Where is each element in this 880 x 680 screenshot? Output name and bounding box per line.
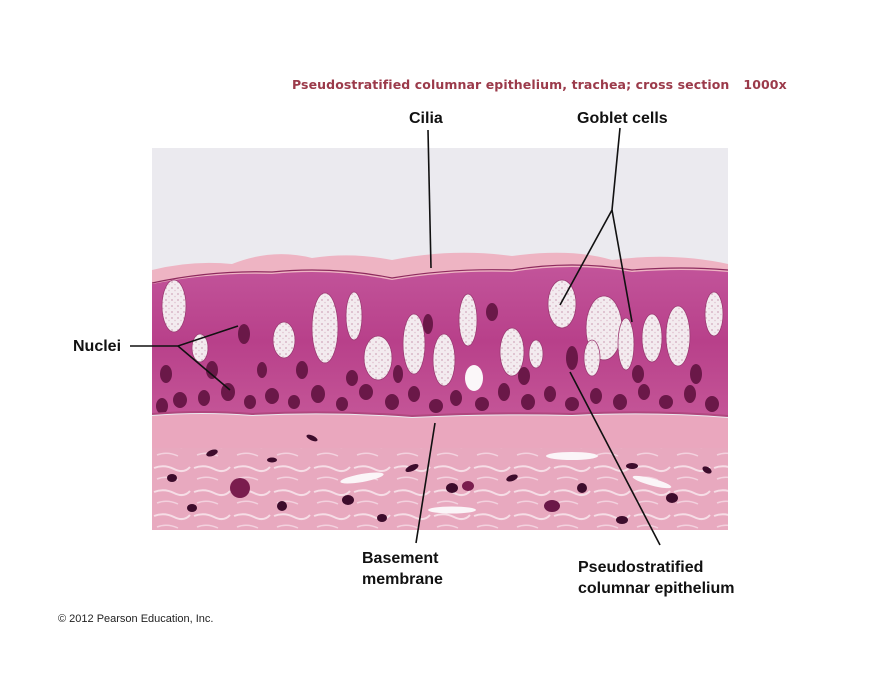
epithelium-line1: Pseudostratified: [578, 559, 704, 576]
label-cilia: Cilia: [409, 110, 443, 127]
basement-line2: membrane: [362, 571, 443, 588]
figure-title: Pseudostratified columnar epithelium, tr…: [292, 77, 787, 92]
label-basement-membrane: Basement membrane: [362, 548, 443, 590]
basement-line1: Basement: [362, 550, 439, 567]
micrograph-image: [152, 148, 728, 530]
label-goblet-cells: Goblet cells: [577, 110, 668, 127]
epithelium-line2: columnar epithelium: [578, 580, 735, 597]
copyright-notice: © 2012 Pearson Education, Inc.: [58, 613, 214, 625]
label-nuclei: Nuclei: [73, 338, 122, 355]
label-pseudostratified-epithelium: Pseudostratified columnar epithelium: [578, 557, 734, 599]
magnification: 1000x: [743, 77, 787, 92]
title-text: Pseudostratified columnar epithelium, tr…: [292, 77, 730, 92]
